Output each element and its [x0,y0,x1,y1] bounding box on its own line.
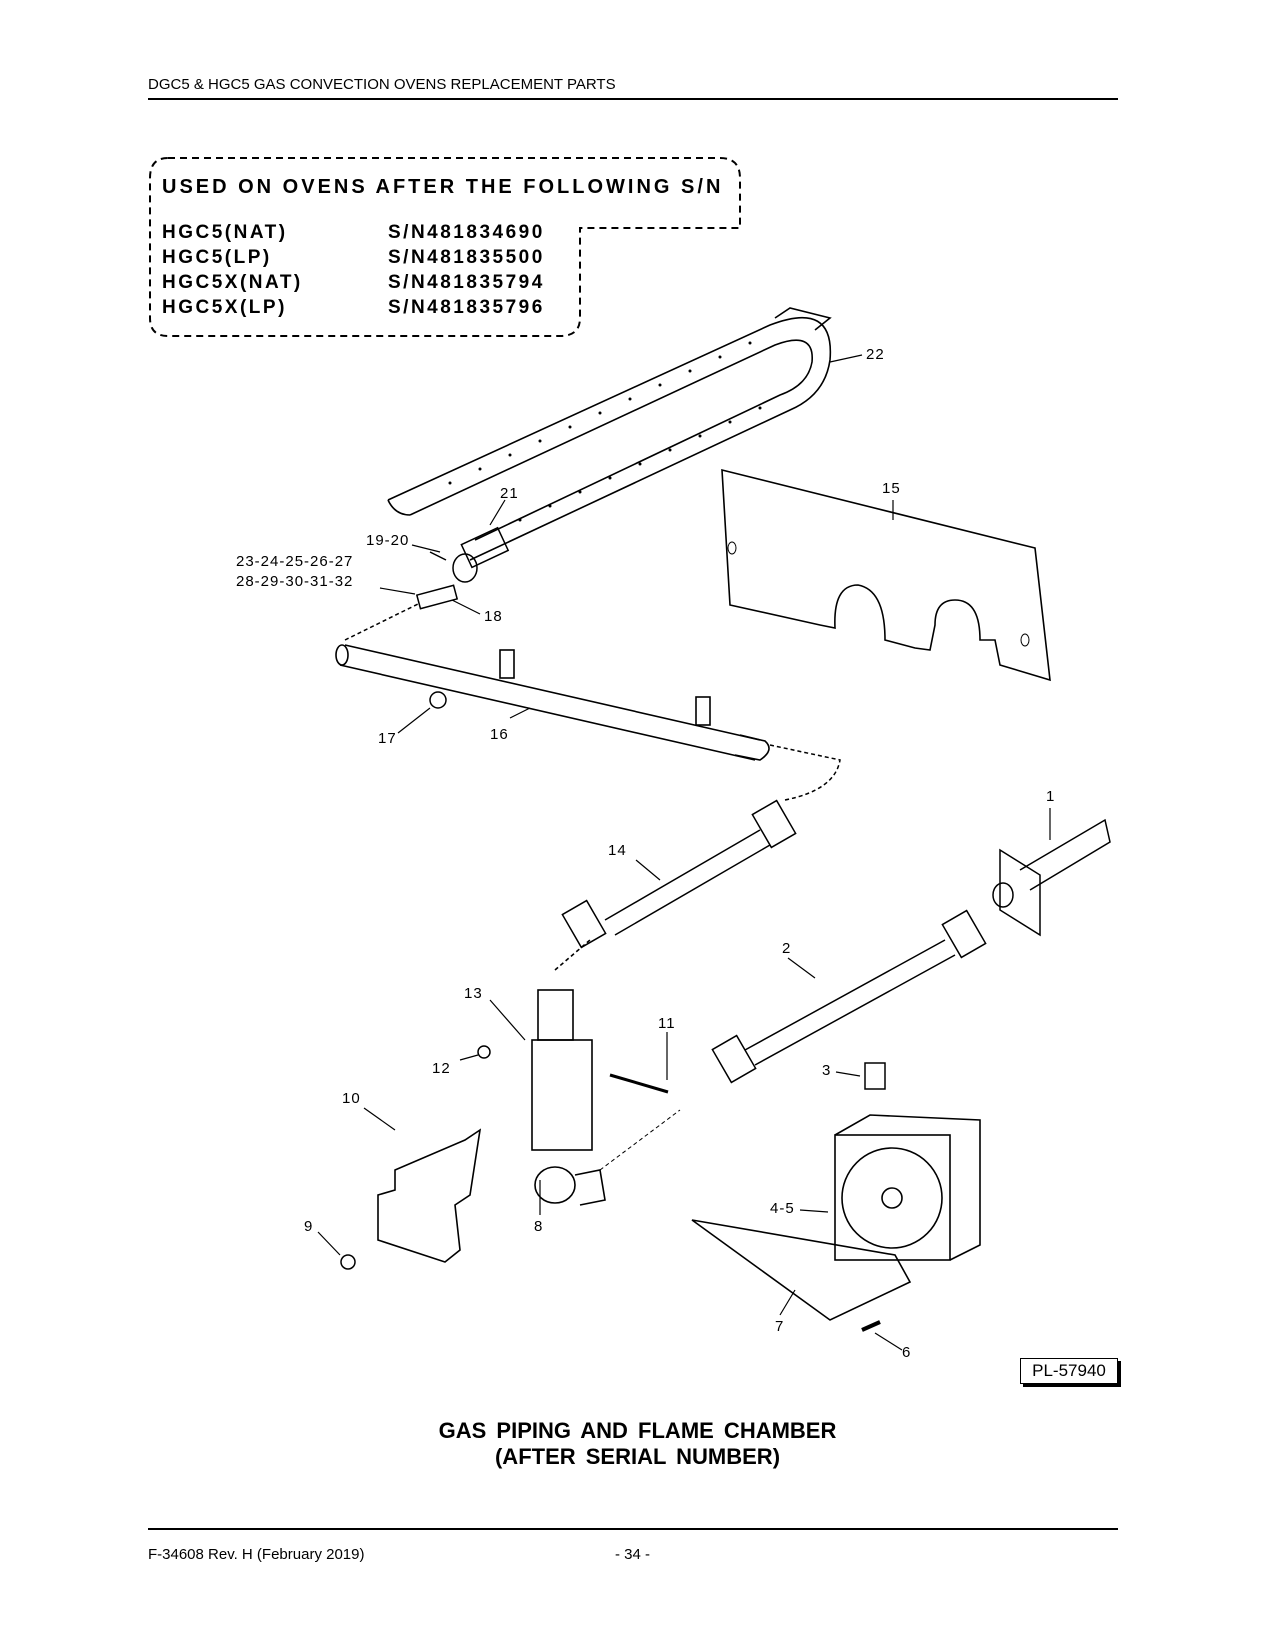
callout-23-27: 23-24-25-26-27 [236,553,354,570]
callout-17: 17 [378,730,397,747]
callout-11: 11 [658,1015,676,1032]
footer-doc-number: F-34608 Rev. H (February 2019) [148,1546,365,1563]
notice-heading: USED ON OVENS AFTER THE FOLLOWING S/N [162,176,724,198]
serial-row: HGC5X(LP) S/N481835796 [162,297,545,319]
callout-15: 15 [882,480,901,497]
serial-row: HGC5(LP) S/N481835500 [162,247,545,269]
model-name: HGC5(LP) [162,247,272,268]
valve-bracket [377,1128,482,1263]
figure-caption-line2: (AFTER SERIAL NUMBER) [494,1444,781,1469]
diagram-id-plate: PL-57940 [1020,1358,1118,1384]
callout-10: 10 [342,1090,361,1107]
manifold-pipe [335,644,770,761]
serial-row: HGC5X(NAT) S/N481835794 [162,272,545,294]
callout-1: 1 [1046,788,1056,805]
callout-3: 3 [822,1062,832,1079]
callout-9: 9 [304,1218,314,1235]
footer-rule [148,1528,1118,1530]
model-name: HGC5(NAT) [162,222,288,243]
callout-28-32: 28-29-30-31-32 [236,573,354,590]
callout-21: 21 [500,485,519,502]
callout-4-5: 4-5 [770,1200,795,1217]
callout-8: 8 [534,1218,544,1235]
notice-dashed-border [149,157,741,337]
callout-19-20: 19-20 [366,532,410,549]
callout-12: 12 [432,1060,451,1077]
serial-row: HGC5(NAT) S/N481834690 [162,222,545,244]
model-name: HGC5X(LP) [162,297,287,318]
callout-16: 16 [490,726,509,743]
blower-fan [834,1114,981,1261]
callout-22: 22 [866,346,885,363]
serial-number: S/N481835500 [388,247,545,268]
callout-6: 6 [902,1344,912,1361]
header-rule [148,98,1118,100]
serial-number: S/N481834690 [388,222,545,243]
burner-holes [448,341,762,522]
callout-14: 14 [608,842,627,859]
fan-shield [691,1219,912,1321]
serial-number: S/N481835794 [388,272,545,293]
page-header-title: DGC5 & HGC5 GAS CONVECTION OVENS REPLACE… [148,76,616,93]
model-name: HGC5X(NAT) [162,272,303,293]
callout-2: 2 [782,940,792,957]
flex-hose-upper [561,744,841,949]
callout-7: 7 [775,1318,785,1335]
callout-18: 18 [484,608,503,625]
callout-13: 13 [464,985,483,1002]
gas-valve [531,939,606,1206]
figure-caption-line1: GAS PIPING AND FLAME CHAMBER [438,1418,837,1443]
gas-inlet [992,818,1111,937]
baffle-plate [721,468,1051,682]
burner-tube [387,307,832,561]
serial-number: S/N481835796 [388,297,545,318]
flex-hose-lower [711,909,987,1084]
footer-page-number: - 34 - [615,1546,651,1563]
